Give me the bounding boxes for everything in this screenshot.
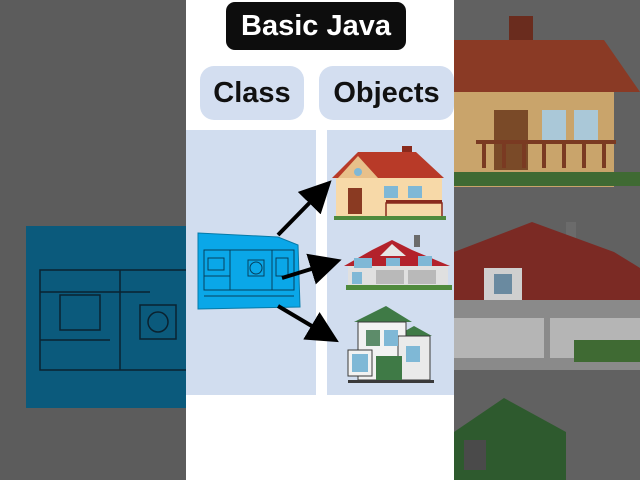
background-left xyxy=(0,0,186,480)
arrow-to-suburban-house xyxy=(281,253,342,285)
house-background-icon xyxy=(454,16,640,480)
arrow-to-house xyxy=(276,180,332,237)
objects-heading: Objects xyxy=(319,66,454,120)
background-right xyxy=(454,0,640,480)
class-heading: Class xyxy=(200,66,304,120)
arrow-to-modern-house xyxy=(276,304,339,343)
class-object-diagram xyxy=(197,146,452,383)
suburban-house-icon xyxy=(344,235,452,290)
blueprint-icon xyxy=(197,232,301,310)
page-title: Basic Java xyxy=(226,2,406,50)
house-icon xyxy=(332,146,446,220)
main-panel: Basic Java Class Objects xyxy=(186,0,454,480)
blueprint-background-icon xyxy=(26,226,186,408)
modern-house-icon xyxy=(347,306,434,383)
